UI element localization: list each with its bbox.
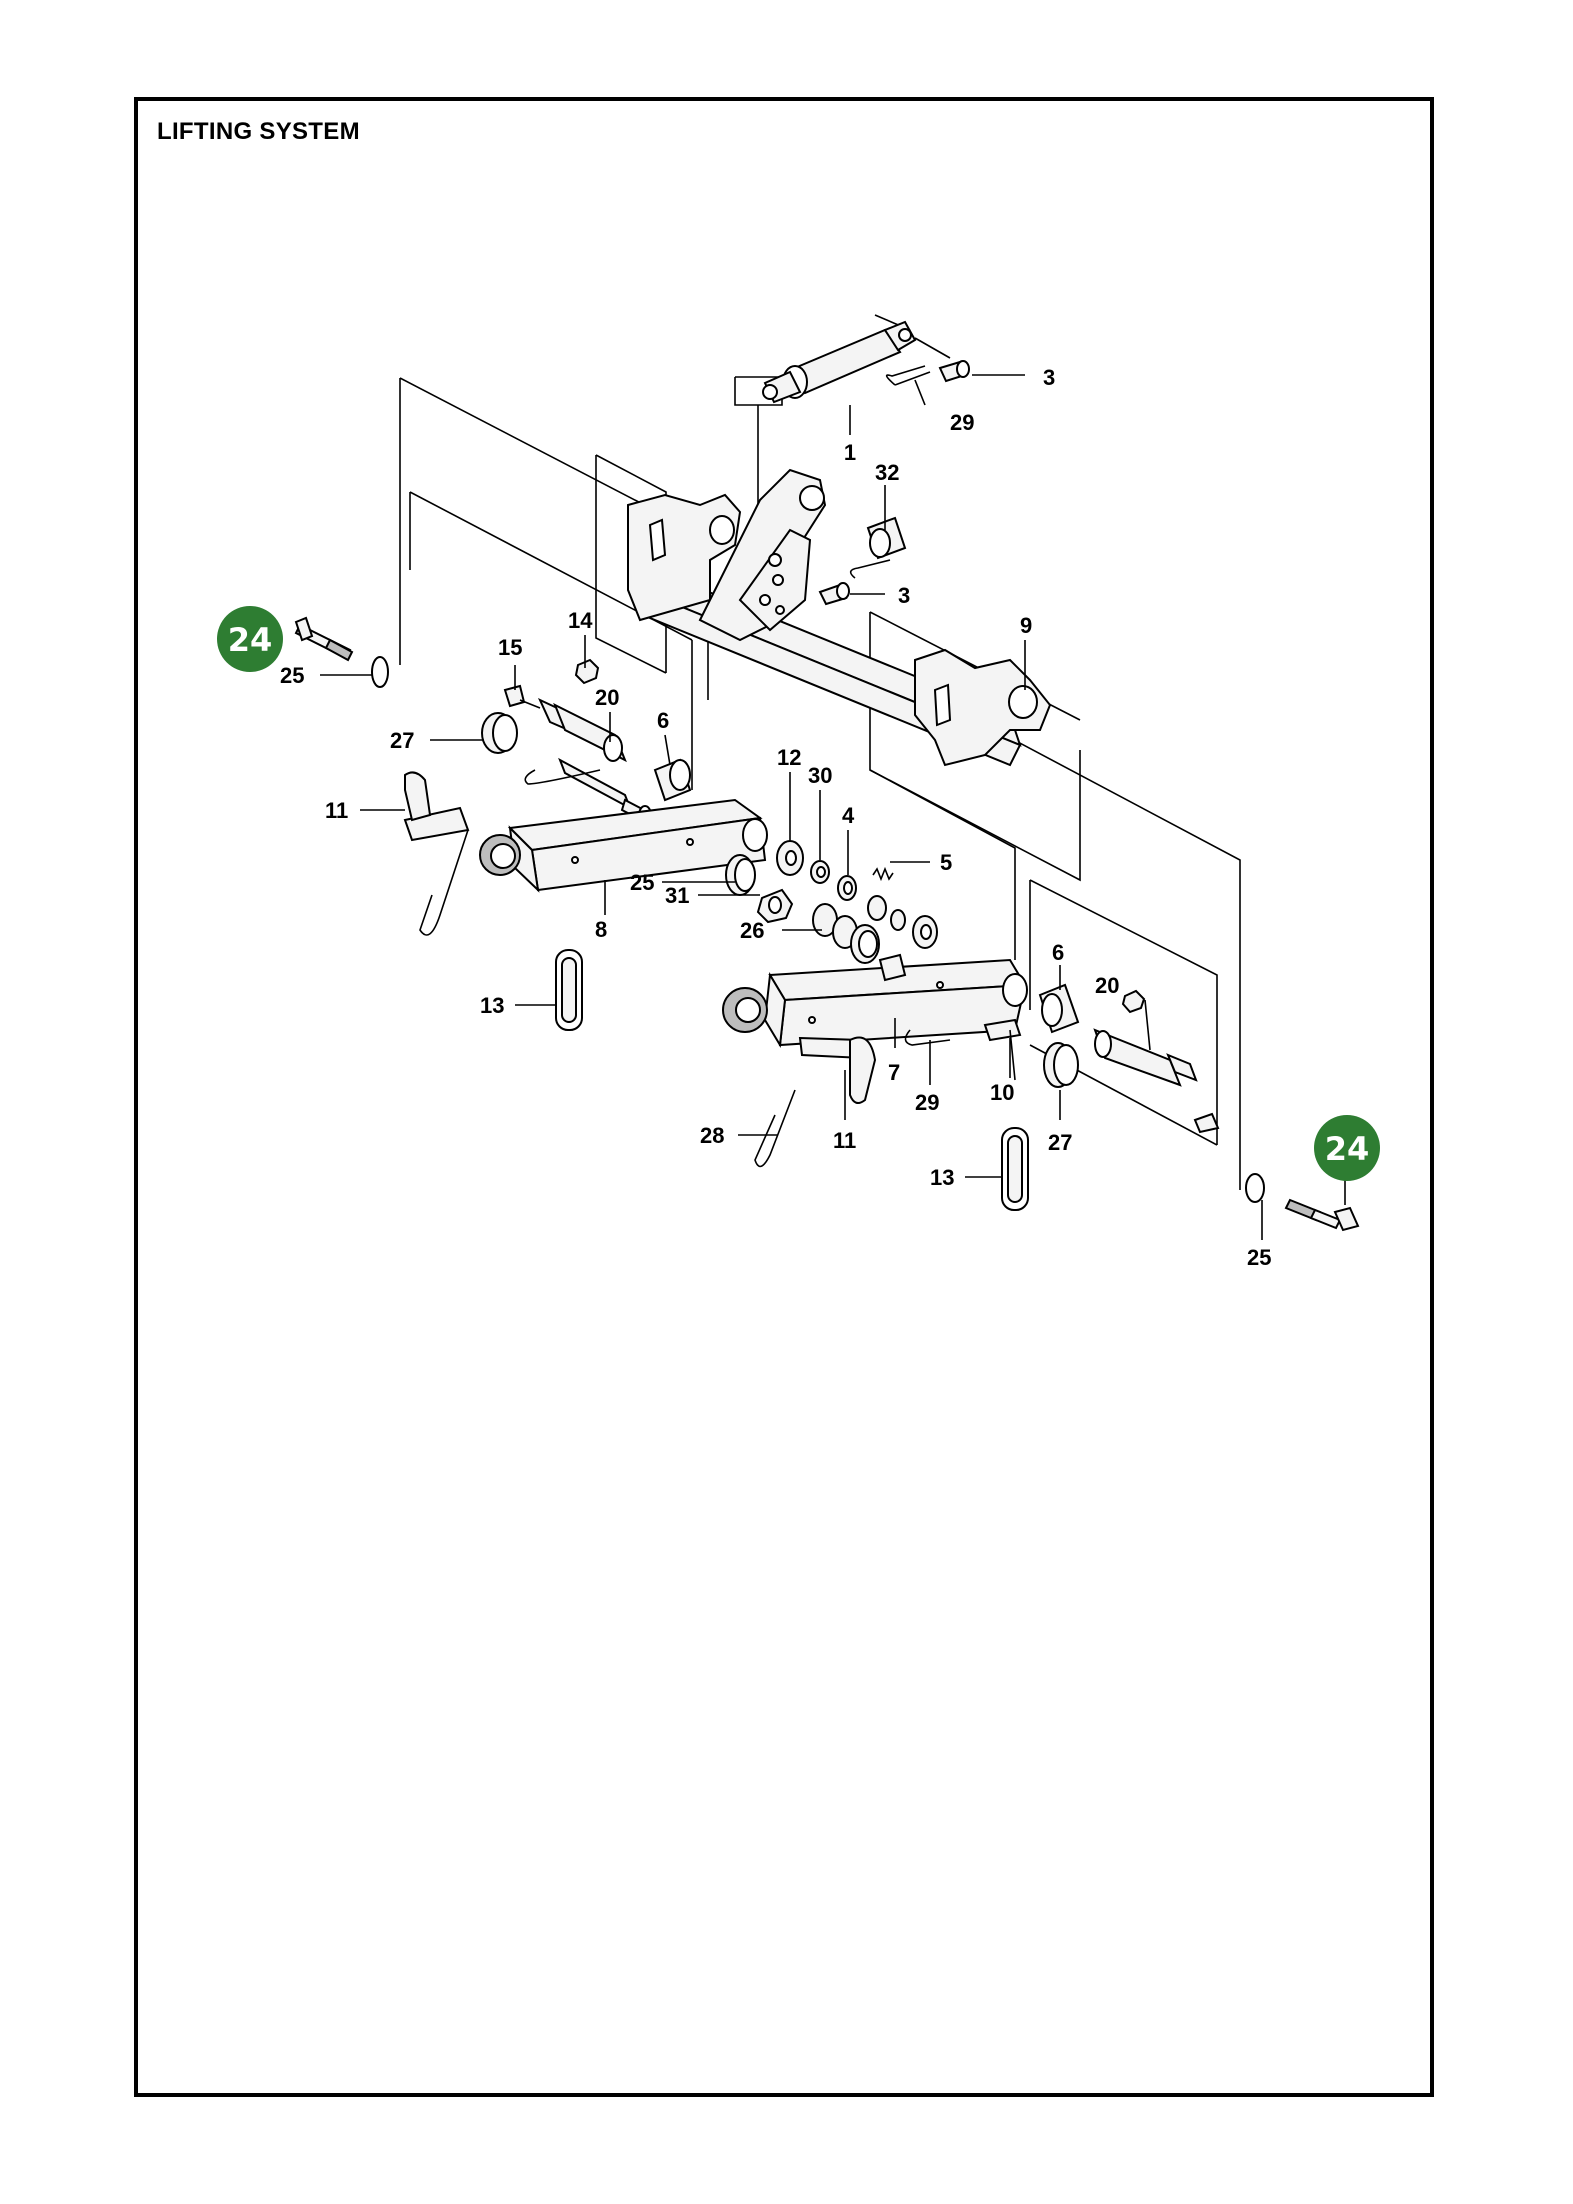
part-bushing-32: [866, 516, 907, 560]
label-7: 7: [888, 1060, 900, 1085]
part-pin-top: [938, 360, 970, 383]
part-pin-10-right: [983, 1018, 1022, 1081]
label-6-right: 6: [1052, 940, 1064, 965]
label-29-bottom: 29: [915, 1090, 939, 1115]
label-6-left: 6: [657, 708, 669, 733]
part-spring-5: [872, 866, 894, 882]
part-nut-31: [756, 888, 794, 924]
part-pin-20-right: [1093, 1028, 1220, 1134]
label-29-top: 29: [950, 410, 974, 435]
part-strap-13-left: [555, 949, 583, 1031]
part-spring-clip-right: [904, 1029, 951, 1046]
leader-lines: [320, 374, 1346, 1240]
part-ring-4: [837, 875, 857, 901]
part-spindle-26: [812, 903, 880, 964]
label-32: 32: [875, 460, 899, 485]
highlight-label-24-left: 24: [228, 621, 273, 659]
part-pin-11-right: [798, 1036, 877, 1105]
part-strap-13-right: [1001, 1127, 1029, 1211]
label-8: 8: [595, 917, 607, 942]
label-13-left: 13: [480, 993, 504, 1018]
part-bushing-6-right: [1038, 983, 1080, 1034]
diagram-frame: [134, 97, 1434, 2097]
label-27-left: 27: [390, 728, 414, 753]
part-lift-cylinder: [762, 314, 951, 404]
label-20-left: 20: [595, 685, 619, 710]
callout-labels: 1 3 29 32 3 9 14 15 20 6 25 27 11 12 30 …: [280, 365, 1271, 1270]
part-pin-middle: [818, 582, 850, 606]
label-25-right: 25: [1247, 1245, 1271, 1270]
part-arm-8: [479, 798, 768, 893]
part-arm-7: [722, 953, 1028, 1049]
part-lifting-frame: [627, 468, 1052, 767]
label-30: 30: [808, 763, 832, 788]
label-27-right: 27: [1048, 1130, 1072, 1155]
label-13-right: 13: [930, 1165, 954, 1190]
label-25-left: 25: [280, 663, 304, 688]
label-10: 10: [990, 1080, 1014, 1105]
part-pin-11-left: [403, 771, 470, 842]
label-12: 12: [777, 745, 801, 770]
part-spring-clip-top: [849, 365, 931, 579]
label-11-left: 11: [325, 798, 348, 823]
label-5: 5: [940, 850, 952, 875]
part-bolt-right: [1245, 1173, 1360, 1232]
part-hairpin-left: [419, 829, 469, 936]
part-pin-20-left: [537, 697, 627, 763]
part-washer-30: [810, 860, 830, 884]
part-washer-12: [776, 840, 804, 876]
part-spring-clip-left: [524, 769, 601, 785]
part-bolt-15: [503, 684, 541, 709]
label-28: 28: [700, 1123, 724, 1148]
page-title: LIFTING SYSTEM: [157, 118, 360, 145]
part-wheel-25-center: [725, 854, 756, 896]
highlight-label-24-right: 24: [1325, 1130, 1370, 1168]
label-20-right: 20: [1095, 973, 1119, 998]
label-15: 15: [498, 635, 522, 660]
part-roller-27-left: [481, 712, 518, 754]
part-bushing-6-left: [653, 758, 692, 802]
label-14: 14: [568, 608, 593, 633]
part-roller-27-right: [1043, 1042, 1079, 1088]
part-nut-14-right: [1121, 989, 1146, 1014]
label-25-center: 25: [630, 870, 654, 895]
highlight-callout-24-left[interactable]: 24: [217, 606, 283, 672]
label-31: 31: [665, 883, 689, 908]
label-1: 1: [844, 440, 856, 465]
label-9: 9: [1020, 613, 1032, 638]
label-4: 4: [842, 803, 855, 828]
part-washers-right-stack: [867, 895, 938, 949]
part-hairpin-28: [754, 1089, 796, 1168]
label-11-right: 11: [833, 1128, 856, 1153]
label-3-middle: 3: [898, 583, 910, 608]
highlight-callout-24-right[interactable]: 24: [1314, 1115, 1380, 1181]
part-nut-14: [574, 658, 600, 685]
part-bolt-left: [294, 616, 389, 688]
label-26: 26: [740, 918, 764, 943]
label-3-top: 3: [1043, 365, 1055, 390]
